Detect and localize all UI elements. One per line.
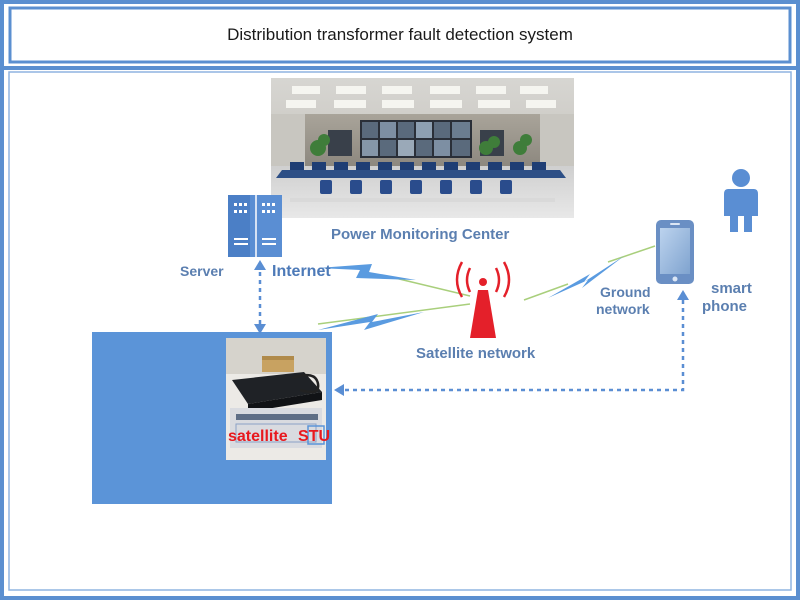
control-room-photo [271, 78, 574, 218]
label-stu: STU [298, 428, 331, 445]
lightning-bolts [318, 256, 624, 330]
label-internet: Internet [272, 263, 331, 280]
satellite-stu-device-photo [226, 338, 326, 460]
phone-to-stu-dashed [342, 292, 685, 392]
title-box [8, 6, 792, 64]
lightning-ground [548, 256, 624, 298]
inner-frame [8, 71, 792, 591]
label-satellite: satellite [228, 428, 288, 445]
label-ground-network-1: Ground [600, 284, 651, 300]
label-smart-phone-1: smart [711, 280, 752, 297]
label-power-monitoring-center: Power Monitoring Center [331, 226, 510, 243]
label-server: Server [180, 263, 224, 279]
server-icon [228, 195, 282, 257]
arrowheads [254, 260, 689, 396]
lightning-satellite [318, 312, 424, 330]
smartphone-icon [656, 220, 694, 284]
page-title: Distribution transformer fault detection… [227, 25, 573, 44]
label-satellite-network: Satellite network [416, 345, 536, 362]
label-satellite-stu: satellite STU [228, 428, 330, 446]
antenna-tower-icon [455, 261, 511, 338]
label-ground-network-2: network [596, 301, 650, 317]
dashed-links [258, 272, 685, 392]
label-smart-phone-2: phone [702, 298, 747, 315]
person-icon [724, 169, 758, 232]
network-links [317, 245, 656, 325]
lightning-internet [318, 264, 416, 280]
